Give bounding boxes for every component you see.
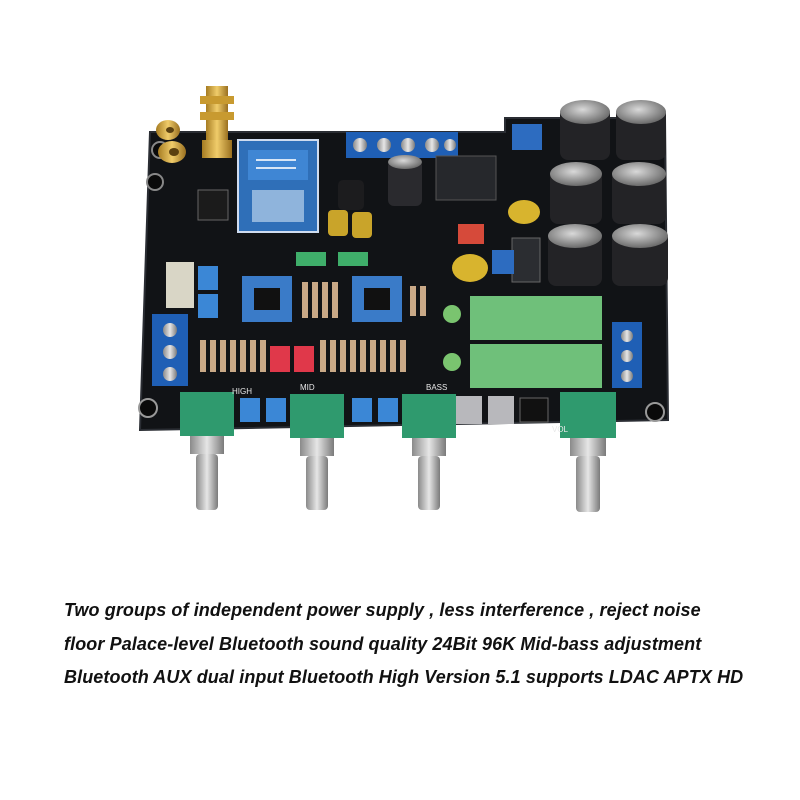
input-terminal-block (152, 314, 188, 386)
trim-pot (492, 250, 514, 274)
regulator-heatsink (435, 155, 541, 283)
tone-knob-mid (290, 394, 344, 510)
red-film-caps (270, 346, 314, 372)
smd-cap (296, 252, 326, 266)
caption-line-1: Two groups of independent power supply ,… (64, 600, 701, 620)
power-capacitors (548, 100, 668, 286)
rca-jacks (156, 120, 186, 163)
output-terminal-block (612, 322, 642, 388)
relay (166, 262, 218, 318)
mount-hole (138, 398, 158, 418)
antenna-connector (200, 86, 234, 158)
silk-label-high: HIGH (232, 387, 252, 396)
mount-hole (645, 402, 665, 422)
opamp-sockets (242, 276, 402, 322)
volume-knob (560, 392, 616, 512)
silk-label-mid: MID (300, 383, 315, 392)
resistor-array (200, 282, 426, 372)
smd-cap (338, 252, 368, 266)
tone-knob-high (180, 392, 234, 510)
dac-chip (197, 189, 229, 221)
silk-label-bass: BASS (426, 383, 447, 392)
bottom-caps (240, 396, 549, 424)
caption-line-2: floor Palace-level Bluetooth sound quali… (64, 634, 702, 654)
small-capacitors (328, 155, 540, 282)
power-terminal-block (346, 132, 458, 158)
mount-hole (146, 173, 164, 191)
trim-pot (512, 124, 542, 150)
tone-knob-bass (402, 394, 456, 510)
film-capacitors (443, 296, 602, 388)
bluetooth-module (237, 139, 319, 233)
silk-label-vol: VOL (552, 425, 569, 434)
caption-line-3: Bluetooth AUX dual input Bluetooth High … (64, 667, 744, 687)
